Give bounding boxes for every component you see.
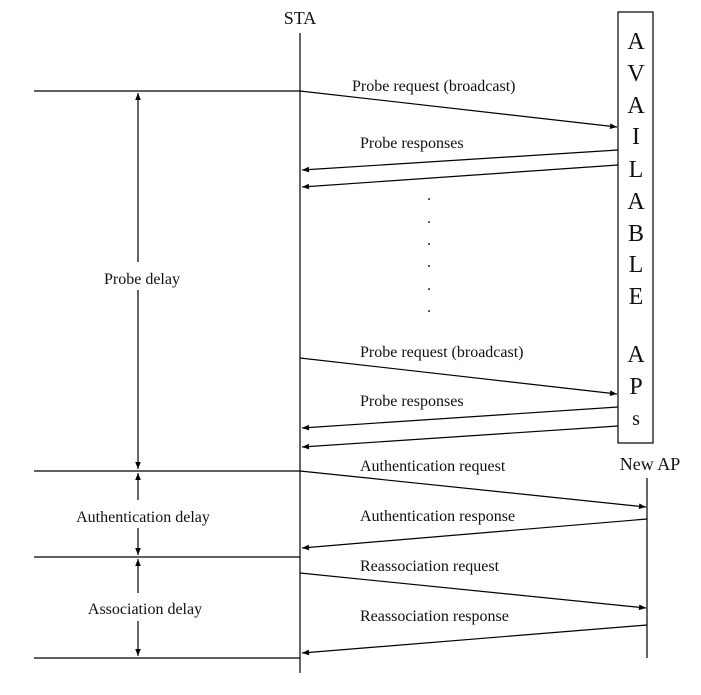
- message-label: Authentication request: [360, 458, 506, 475]
- ellipsis-dot: .: [427, 232, 431, 249]
- ap-letter: I: [632, 124, 640, 150]
- ellipsis-dot: .: [427, 210, 431, 227]
- ap-letter: A: [627, 29, 645, 55]
- message-label: Probe responses: [360, 393, 464, 410]
- ap-letter: A: [627, 189, 645, 215]
- ap-letter: V: [627, 61, 645, 87]
- message-label: Probe request (broadcast): [352, 78, 516, 95]
- association-delay-label: Association delay: [88, 601, 202, 618]
- ellipsis-dot: .: [427, 254, 431, 271]
- message-arrow: [301, 624, 648, 656]
- new-ap-label: New AP: [620, 454, 681, 474]
- ap-letter: L: [629, 157, 644, 183]
- ap-letter: A: [627, 93, 645, 119]
- ap-letter: B: [628, 221, 644, 247]
- probe-delay-label: Probe delay: [104, 271, 180, 288]
- ellipsis-dots: ......: [427, 187, 431, 316]
- message-arrow: [301, 406, 619, 431]
- message-label: Reassociation request: [360, 558, 500, 575]
- message-label: Probe responses: [360, 135, 464, 152]
- message-arrow: [299, 470, 647, 510]
- ap-letter: P: [629, 374, 642, 400]
- message-arrow: [301, 164, 619, 190]
- message-arrow: [301, 518, 648, 551]
- message-label: Authentication response: [360, 508, 515, 525]
- ap-letter: E: [629, 284, 644, 310]
- sta-label: STA: [284, 8, 317, 28]
- ellipsis-dot: .: [427, 299, 431, 316]
- message-arrow: [299, 572, 647, 611]
- message-arrow: [301, 425, 619, 450]
- ellipsis-dot: .: [427, 187, 431, 204]
- authentication-delay-label: Authentication delay: [76, 509, 210, 526]
- message-arrow: [299, 357, 618, 396]
- ellipsis-dot: .: [427, 277, 431, 294]
- message-arrow: [299, 90, 618, 129]
- ap-letter: A: [627, 342, 645, 368]
- message-label: Reassociation response: [360, 608, 509, 625]
- available-aps-box: [617, 11, 654, 444]
- ap-letter: L: [629, 252, 644, 278]
- ap-letter: s: [632, 408, 640, 430]
- message-arrow: [301, 149, 619, 173]
- message-label: Probe request (broadcast): [360, 344, 524, 361]
